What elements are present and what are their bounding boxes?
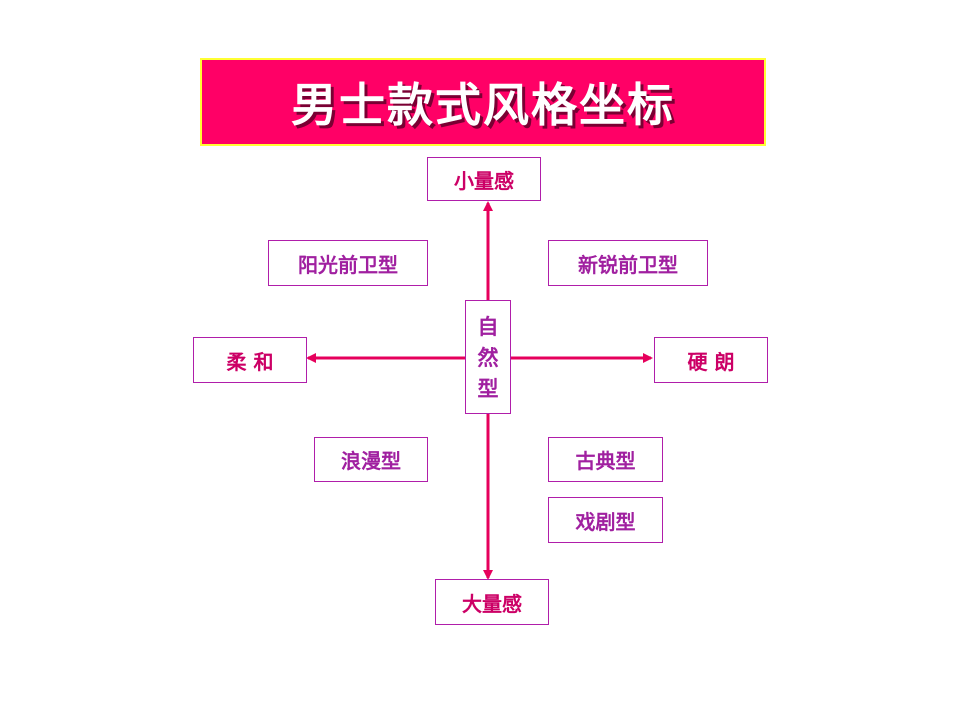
axis-left-label: 柔 和 xyxy=(193,337,307,383)
quadrant-lower-right-dramatic: 戏剧型 xyxy=(548,497,663,543)
title-banner: 男士款式风格坐标 xyxy=(200,58,766,146)
axis-right-label: 硬 朗 xyxy=(654,337,768,383)
page-title: 男士款式风格坐标 xyxy=(291,78,675,132)
axis-bottom-label: 大量感 xyxy=(435,579,549,625)
center-char: 型 xyxy=(477,375,499,401)
axis-top-label: 小量感 xyxy=(427,157,541,201)
quadrant-lower-left: 浪漫型 xyxy=(314,437,428,482)
quadrant-upper-right: 新锐前卫型 xyxy=(548,240,708,286)
center-natural-type: 自 然 型 xyxy=(465,300,511,414)
center-char: 自 xyxy=(477,313,499,339)
center-char: 然 xyxy=(477,344,499,370)
quadrant-upper-left: 阳光前卫型 xyxy=(268,240,428,286)
quadrant-lower-right-classic: 古典型 xyxy=(548,437,663,482)
